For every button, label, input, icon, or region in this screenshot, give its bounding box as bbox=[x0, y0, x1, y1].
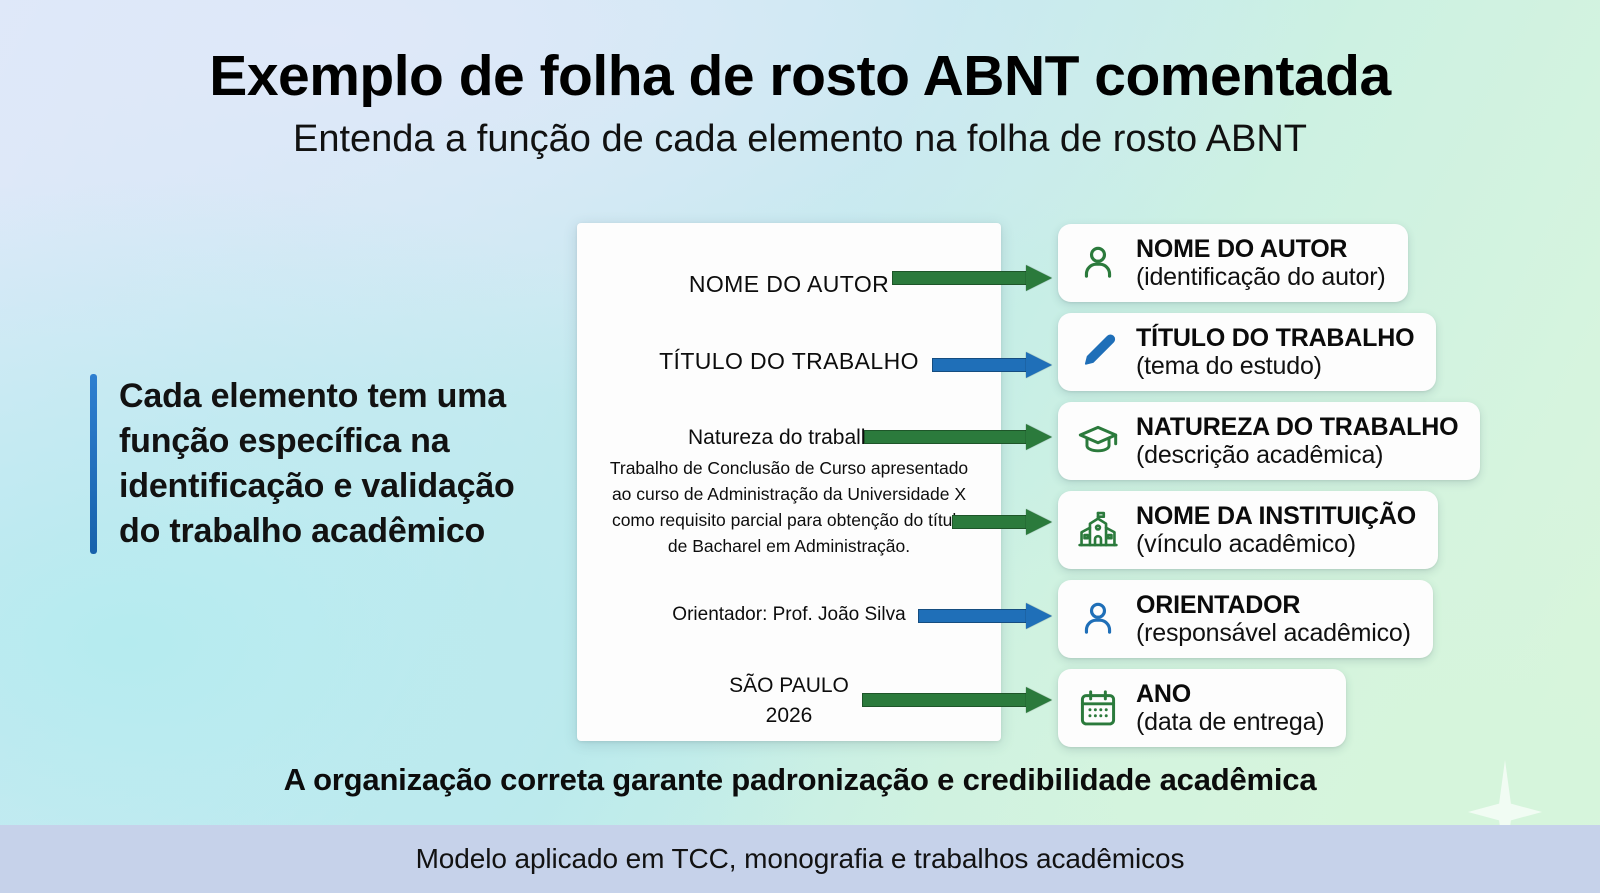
annotation-subtitle: (tema do estudo) bbox=[1136, 352, 1322, 380]
header: Exemplo de folha de rosto ABNT comentada… bbox=[0, 44, 1600, 161]
annotation-card-author[interactable]: NOME DO AUTOR (identificação do autor) bbox=[1058, 224, 1408, 302]
page-subtitle: Entenda a função de cada elemento na fol… bbox=[292, 117, 1308, 160]
connector-arrow-advisor bbox=[918, 603, 1052, 629]
page-nature-body: Trabalho de Conclusão de Curso apresenta… bbox=[609, 458, 969, 556]
page-city-year: SÃO PAULO 2026 bbox=[577, 671, 1001, 731]
connector-arrow-nature bbox=[864, 424, 1052, 450]
annotation-title: ORIENTADOR bbox=[1136, 591, 1301, 619]
connector-arrow-author bbox=[892, 265, 1052, 291]
annotation-card-list: NOME DO AUTOR (identificação do autor) T… bbox=[1058, 224, 1481, 758]
callout-accent-bar bbox=[90, 374, 97, 554]
connector-arrow-title bbox=[932, 352, 1052, 378]
annotation-title: NATUREZA DO TRABALHO bbox=[1136, 413, 1459, 441]
annotation-card-nature[interactable]: NATUREZA DO TRABALHO (descrição acadêmic… bbox=[1058, 402, 1481, 480]
annotation-card-year[interactable]: ANO (data de entrega) bbox=[1058, 669, 1347, 747]
page-title-line: TÍTULO DO TRABALHO bbox=[659, 348, 919, 374]
annotation-card-advisor[interactable]: ORIENTADOR (responsável acadêmico) bbox=[1058, 580, 1433, 658]
person-icon bbox=[1076, 241, 1120, 285]
page-advisor-line: Orientador: Prof. João Silva bbox=[672, 604, 906, 625]
page-year: 2026 bbox=[765, 703, 813, 727]
annotation-subtitle: (vínculo acadêmico) bbox=[1136, 530, 1356, 558]
tagline-text: A organização correta garante padronizaç… bbox=[283, 762, 1317, 797]
footer-bar: Modelo aplicado em TCC, monografia e tra… bbox=[0, 825, 1600, 893]
annotation-subtitle: (descrição acadêmica) bbox=[1136, 441, 1384, 469]
person-icon bbox=[1076, 597, 1120, 641]
page-title: Exemplo de folha de rosto ABNT comentada bbox=[209, 44, 1391, 108]
footer-text: Modelo aplicado em TCC, monografia e tra… bbox=[415, 843, 1185, 874]
annotation-subtitle: (data de entrega) bbox=[1136, 708, 1325, 736]
annotation-subtitle: (responsável acadêmico) bbox=[1136, 619, 1411, 647]
calendar-icon bbox=[1076, 686, 1120, 730]
page-author-line: NOME DO AUTOR bbox=[688, 271, 890, 297]
callout: Cada elemento tem uma função específica … bbox=[90, 374, 560, 554]
connector-arrow-year bbox=[862, 687, 1052, 713]
school-icon bbox=[1076, 508, 1120, 552]
annotation-title: TÍTULO DO TRABALHO bbox=[1136, 324, 1415, 352]
document-page-preview: NOME DO AUTOR TÍTULO DO TRABALHO Naturez… bbox=[577, 223, 1001, 741]
annotation-subtitle: (identificação do autor) bbox=[1136, 263, 1386, 291]
annotation-title: ANO bbox=[1136, 680, 1191, 708]
annotation-card-institution[interactable]: NOME DA INSTITUIÇÃO (vínculo acadêmico) bbox=[1058, 491, 1438, 569]
annotation-title: NOME DA INSTITUIÇÃO bbox=[1136, 502, 1416, 530]
page-city: SÃO PAULO bbox=[729, 674, 849, 697]
graduation-cap-icon bbox=[1076, 419, 1120, 463]
annotation-card-work-title[interactable]: TÍTULO DO TRABALHO (tema do estudo) bbox=[1058, 313, 1437, 391]
page-nature-heading: Natureza do trabalho: bbox=[688, 426, 890, 449]
connector-arrow-institution bbox=[952, 509, 1052, 535]
pencil-icon bbox=[1076, 330, 1120, 374]
callout-text: Cada elemento tem uma função específica … bbox=[119, 377, 515, 550]
annotation-title: NOME DO AUTOR bbox=[1136, 235, 1348, 263]
